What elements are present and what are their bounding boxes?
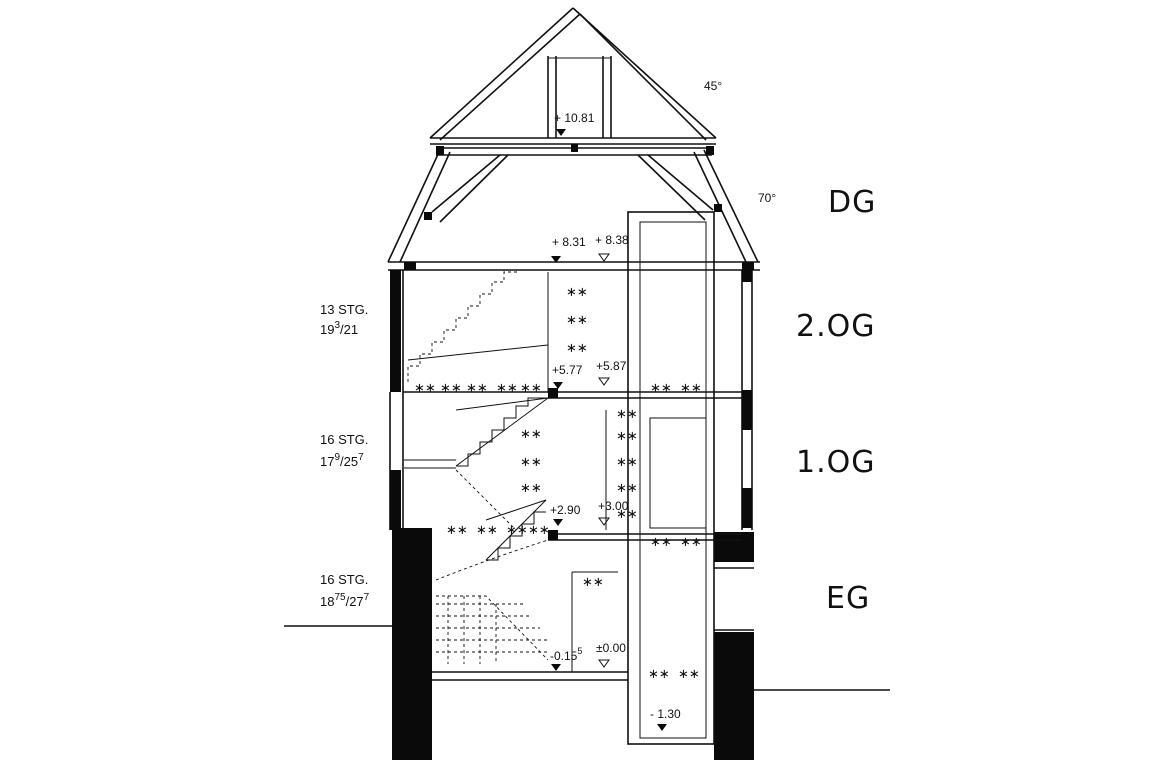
svg-text:∗∗: ∗∗ (440, 381, 462, 396)
roof-structure (387, 7, 760, 271)
elevation-minus-1-30: - 1.30 (650, 707, 681, 721)
floor-slabs (403, 388, 742, 681)
svg-text:∗∗: ∗∗ (616, 455, 638, 470)
elevation-minus-0-15: -0.155 (550, 646, 582, 663)
stair-note-1og: 16 STG. 179/257 (320, 432, 368, 469)
svg-text:∗∗: ∗∗ (680, 535, 702, 550)
floor-label-1og: 1.OG (796, 445, 875, 480)
svg-text:∗∗: ∗∗ (648, 667, 670, 682)
svg-text:∗∗: ∗∗ (650, 381, 672, 396)
svg-text:∗∗: ∗∗ (496, 381, 518, 396)
svg-text:∗∗: ∗∗ (476, 523, 498, 538)
elevation-8-38: + 8.38 (595, 233, 629, 247)
svg-text:∗∗: ∗∗ (446, 523, 468, 538)
svg-text:∗∗: ∗∗ (528, 523, 550, 538)
svg-text:∗∗: ∗∗ (520, 481, 542, 496)
elevation-0-00: ±0.00 (596, 641, 626, 655)
svg-text:∗∗: ∗∗ (680, 381, 702, 396)
elevation-2-90: +2.90 (550, 503, 581, 517)
stair-flights (404, 271, 549, 664)
svg-text:∗∗: ∗∗ (414, 381, 436, 396)
svg-text:∗∗: ∗∗ (466, 381, 488, 396)
roof-angle-lower: 70° (758, 191, 776, 205)
svg-text:16 STG.: 16 STG. (320, 572, 368, 587)
svg-text:∗∗: ∗∗ (506, 523, 528, 538)
svg-text:∗∗: ∗∗ (566, 285, 588, 300)
stair-note-2og: 13 STG. 193/21 (320, 302, 368, 337)
svg-text:∗∗: ∗∗ (616, 481, 638, 496)
svg-text:193/21: 193/21 (320, 320, 358, 337)
hatch-markers: ∗∗ ∗∗ ∗∗ ∗∗ ∗∗ ∗∗ ∗∗ ∗∗ ∗∗ ∗∗ ∗∗ ∗∗ ∗∗ ∗… (414, 285, 702, 682)
svg-text:1875/277: 1875/277 (320, 592, 370, 609)
elevation-8-31: + 8.31 (552, 235, 586, 249)
floor-label-dg: DG (828, 185, 876, 220)
svg-text:∗∗: ∗∗ (520, 381, 542, 396)
svg-text:∗∗: ∗∗ (566, 313, 588, 328)
svg-text:179/257: 179/257 (320, 452, 364, 469)
elevation-5-87: +5.87 (596, 359, 627, 373)
floor-label-2og: 2.OG (796, 309, 875, 344)
central-shaft (547, 211, 715, 745)
stair-note-eg: 16 STG. 1875/277 (320, 572, 370, 609)
elevation-3-00: +3.00 (598, 499, 629, 513)
floor-label-eg: EG (826, 581, 870, 616)
svg-text:∗∗: ∗∗ (520, 455, 542, 470)
svg-text:∗∗: ∗∗ (566, 341, 588, 356)
elevation-10-81: + 10.81 (554, 111, 595, 125)
svg-text:∗∗: ∗∗ (616, 507, 638, 522)
svg-text:∗∗: ∗∗ (616, 429, 638, 444)
roof-angle-upper: 45° (704, 79, 722, 93)
svg-text:13 STG.: 13 STG. (320, 302, 368, 317)
elevation-triangles (551, 129, 667, 731)
svg-text:∗∗: ∗∗ (520, 427, 542, 442)
svg-text:∗∗: ∗∗ (678, 667, 700, 682)
svg-text:∗∗: ∗∗ (650, 535, 672, 550)
svg-text:∗∗: ∗∗ (582, 575, 604, 590)
svg-text:16 STG.: 16 STG. (320, 432, 368, 447)
svg-text:∗∗: ∗∗ (616, 407, 638, 422)
elevation-5-77: +5.77 (552, 363, 583, 377)
exterior-walls (389, 270, 754, 760)
